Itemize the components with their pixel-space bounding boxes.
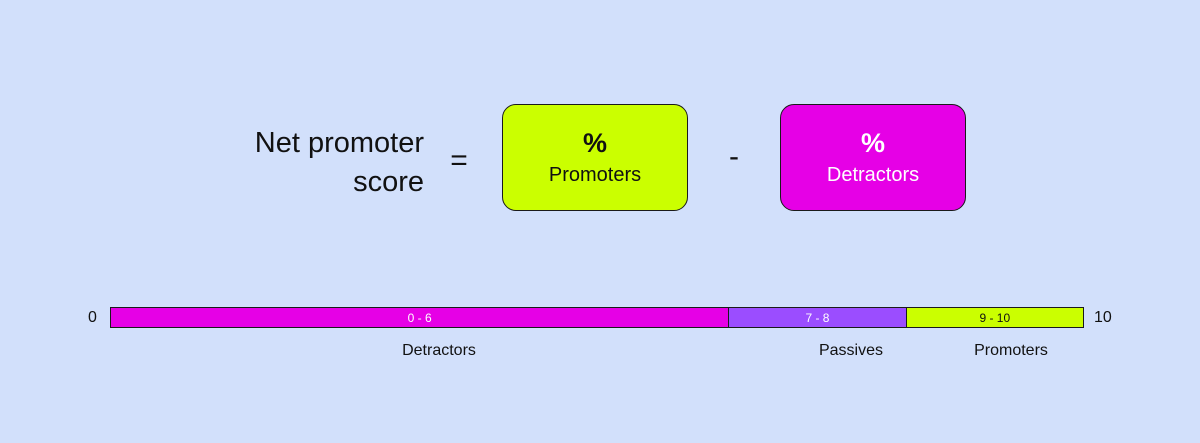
segment-passives: 7 - 8 bbox=[728, 308, 906, 327]
formula-label-line2: score bbox=[353, 166, 424, 198]
segment-promoters: 9 - 10 bbox=[905, 308, 1083, 327]
category-label-promoters: Promoters bbox=[974, 342, 1048, 359]
scale-max-label: 10 bbox=[1094, 309, 1112, 326]
equals-sign: = bbox=[450, 144, 468, 177]
promoters-percent: % bbox=[582, 127, 607, 158]
promoters-box-label: Promoters bbox=[548, 163, 642, 186]
detractors-percent: % bbox=[860, 127, 885, 158]
category-label-passives: Passives bbox=[818, 342, 884, 359]
segment-detractors: 0 - 6 bbox=[111, 308, 729, 327]
formula-label-line1: Net promoter bbox=[254, 127, 424, 159]
minus-sign: - bbox=[729, 140, 739, 173]
category-label-detractors: Detractors bbox=[402, 342, 476, 359]
segment-passives-range: 7 - 8 bbox=[805, 310, 830, 325]
promoters-box: % Promoters bbox=[502, 104, 688, 211]
segment-promoters-range: 9 - 10 bbox=[979, 310, 1011, 325]
segment-detractors-range: 0 - 6 bbox=[407, 310, 432, 325]
formula-label: Net promoter score bbox=[200, 124, 424, 202]
scale-min-label: 0 bbox=[88, 309, 97, 326]
score-scale-bar: 0 - 6 7 - 8 9 - 10 bbox=[110, 307, 1084, 328]
detractors-box: % Detractors bbox=[780, 104, 966, 211]
detractors-box-label: Detractors bbox=[826, 163, 920, 186]
